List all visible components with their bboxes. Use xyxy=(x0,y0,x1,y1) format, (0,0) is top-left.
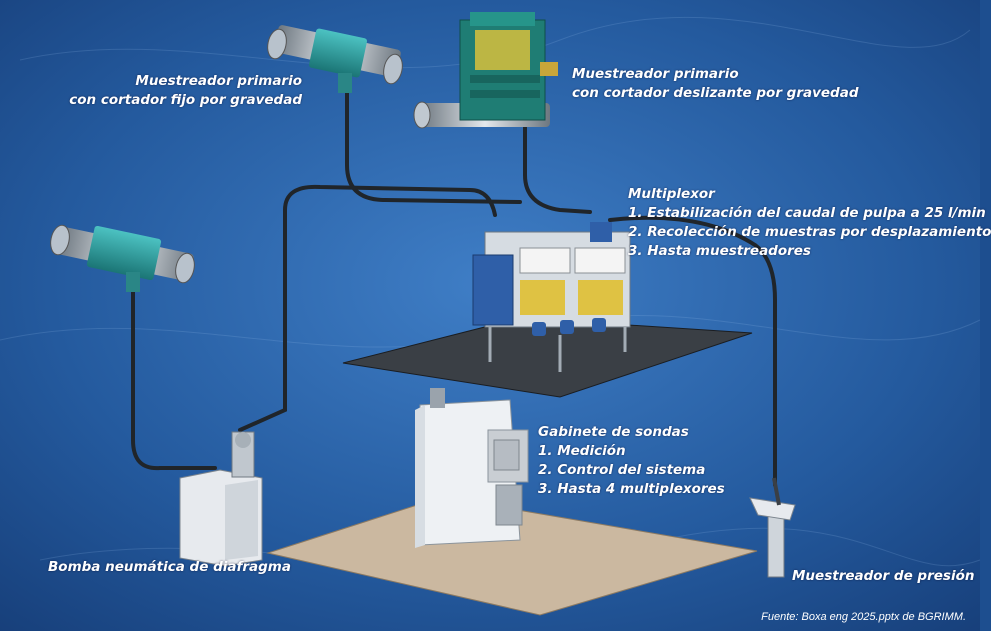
label-multiplexor: Multiplexor 1. Estabilización del caudal… xyxy=(628,185,991,261)
sliding-cutter-line-1: Muestreador primario xyxy=(572,66,739,82)
label-fixed-cutter-sampler: Muestreador primario con cortador fijo p… xyxy=(69,72,302,110)
pressure-sampler xyxy=(749,477,796,578)
sliding-cutter-line-2: con cortador deslizante por gravedad xyxy=(572,85,859,101)
primary-sampler-fixed-cutter xyxy=(267,25,403,93)
label-pressure-sampler: Muestreador de presión xyxy=(792,567,974,586)
label-diaphragm-pump: Bomba neumática de diafragma xyxy=(48,558,291,577)
upper-platform xyxy=(342,317,753,398)
multiplexor-item-3: 3. Hasta muestreadores xyxy=(628,243,811,259)
primary-sampler-sliding-cutter xyxy=(413,12,558,129)
probe-cabinet-item-3: 3. Hasta 4 multiplexores xyxy=(538,481,725,497)
multiplexor-unit xyxy=(472,222,631,372)
sample-hoses xyxy=(131,90,777,487)
label-probe-cabinet: Gabinete de sondas 1. Medición 2. Contro… xyxy=(538,423,725,499)
fixed-cutter-line-2: con cortador fijo por gravedad xyxy=(69,92,302,108)
multiplexor-item-1: 1. Estabilización del caudal de pulpa a … xyxy=(628,205,986,221)
probe-cabinet-item-2: 2. Control del sistema xyxy=(538,462,706,478)
diaphragm-pump xyxy=(179,431,263,567)
primary-sampler-left xyxy=(50,224,195,292)
lower-platform xyxy=(266,496,758,616)
pump-label: Bomba neumática de diafragma xyxy=(48,559,291,575)
probe-cabinet-title: Gabinete de sondas xyxy=(538,424,689,440)
probe-cabinet xyxy=(415,388,529,548)
source-caption: Fuente: Boxa eng 2025.pptx de BGRIMM. xyxy=(761,611,966,623)
label-sliding-cutter-sampler: Muestreador primario con cortador desliz… xyxy=(572,65,859,103)
fixed-cutter-line-1: Muestreador primario xyxy=(135,73,302,89)
probe-cabinet-item-1: 1. Medición xyxy=(538,443,626,459)
pressure-sampler-label: Muestreador de presión xyxy=(792,568,975,584)
multiplexor-item-2: 2. Recolección de muestras por desplazam… xyxy=(628,224,991,240)
multiplexor-title: Multiplexor xyxy=(628,186,715,202)
